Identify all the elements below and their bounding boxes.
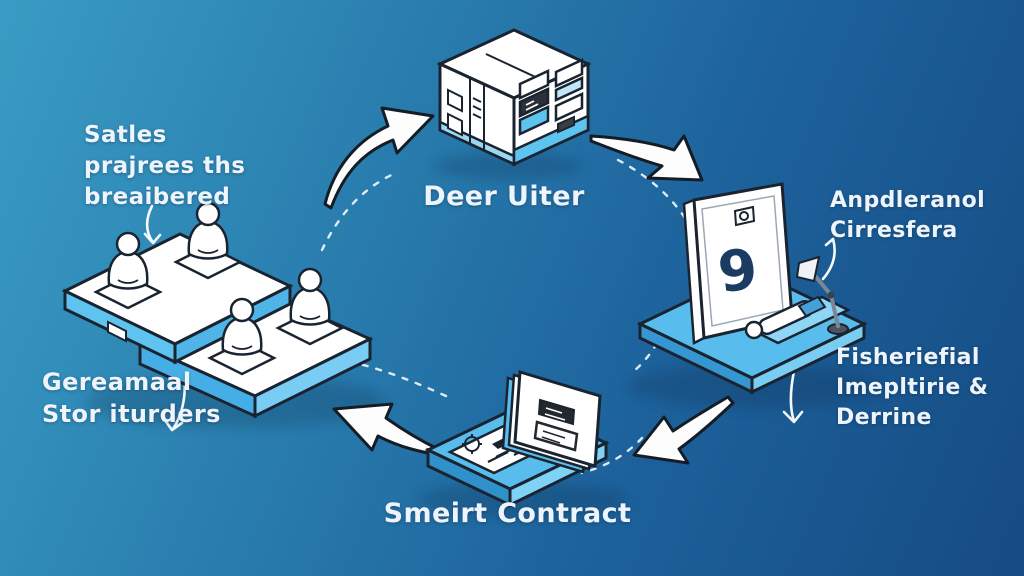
label-device-bottom: Fisheriefial Imepltirie & Derrine (836, 343, 988, 433)
tablet-device: 9 (682, 182, 794, 345)
label-line: Imepltirie & (836, 375, 989, 400)
arrow-bottom-left-icon (332, 402, 446, 458)
scan-bed (744, 295, 851, 345)
arrow-top-left-icon (323, 106, 435, 210)
tablet-glyph: 9 (715, 237, 762, 306)
label-line: Anpdleranol (830, 188, 986, 213)
label-general: Gereamaal Stor iturders (42, 366, 221, 430)
arrow-top-right-icon (589, 134, 704, 182)
label-line: Fisheriefial (836, 345, 980, 370)
label-line: Deer Uiter (423, 181, 585, 212)
label-line: prajrees ths (84, 153, 246, 179)
laptop-screen (501, 370, 602, 474)
label-line: Stor iturders (42, 400, 221, 428)
label-device-top: Anpdleranol Cirresfera (830, 186, 985, 246)
label-line: breaibered (84, 184, 231, 210)
pointer-stroke-device-icon (821, 237, 836, 281)
server-building-icon (436, 28, 592, 167)
dashed-arc-upper-left (320, 170, 400, 252)
label-line: Derrine (836, 405, 932, 430)
pointer-arrow-stakeholders-icon (145, 204, 154, 243)
label-line: Satles (84, 122, 167, 148)
label-stakeholders: Satles prajrees ths breaibered (84, 120, 245, 213)
dashed-arc-lower-left (350, 360, 448, 398)
laptop-contract-icon (424, 370, 610, 508)
dashed-cycle-segments (320, 158, 695, 475)
label-line: Gereamaal (42, 368, 192, 396)
tablet-scan-platform-icon: 9 (636, 182, 868, 395)
label-smart-contract: Smeirt Contract (375, 498, 640, 529)
cycle-arrows (323, 106, 735, 465)
label-line: Cirresfera (830, 218, 958, 243)
stakeholders-platform-icon (61, 201, 374, 419)
label-line: Smeirt Contract (383, 498, 632, 529)
scanner-arm-icon (795, 255, 849, 335)
dashed-arc-right (631, 316, 671, 374)
label-server: Deer Uiter (398, 181, 610, 212)
arrow-bottom-right-icon (632, 395, 735, 465)
